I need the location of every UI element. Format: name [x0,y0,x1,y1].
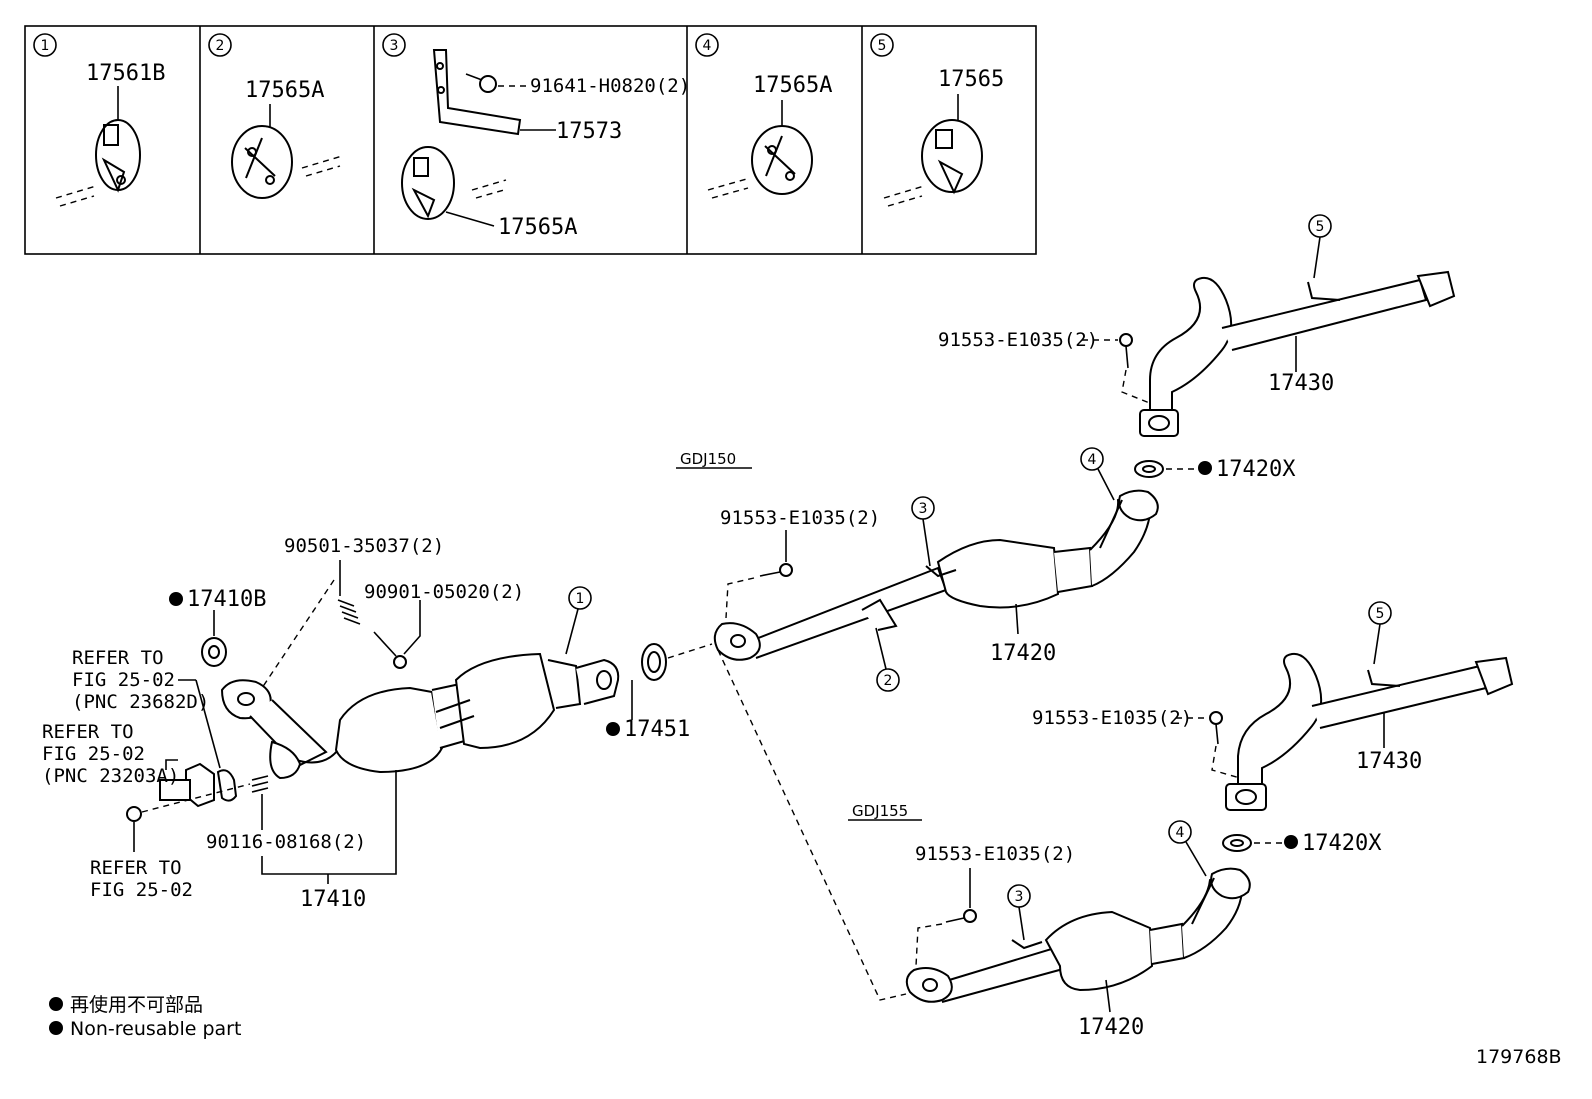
hanger-icon [751,125,813,195]
part-label-17420x-top: 17420X [1216,457,1296,482]
inset-index-5: 5 [878,38,887,54]
inset-panel: 1 17561B 2 17565A [24,25,1037,255]
part-label-17561b: 17561B [86,61,165,86]
part-label-17451: 17451 [624,717,690,742]
spring-icon [337,599,361,625]
refer-label-3-line1: REFER TO [90,857,182,879]
hanger-icon [231,125,293,199]
refer-label-1-line3: (PNC 23682D) [72,691,209,713]
nut-icon [126,806,142,822]
tail-pipe-mid [1225,652,1514,811]
stud-icon [251,775,269,793]
callout-2: 2 [884,673,893,689]
part-label-17410b: 17410B [187,587,266,612]
part-label-17420-gdj155: 17420 [1078,1015,1144,1040]
inset-1: 1 17561B [33,33,165,207]
bracket-icon [432,49,522,136]
bolt-icon [373,631,407,669]
part-label-17565: 17565 [938,67,1004,92]
gasket-icon [201,637,227,667]
non-reusable-mark [49,997,63,1011]
legend-jp: 再使用不可部品 [70,994,203,1016]
bolt-icon [465,73,497,93]
bolt-icon [1119,333,1133,369]
front-pipe-gdj155 [905,867,1251,1003]
inset-index-4: 4 [703,38,712,54]
bolt-icon [945,909,977,923]
non-reusable-mark [1198,461,1212,475]
callout-3-gdj150: 3 [919,501,928,517]
non-reusable-mark [606,722,620,736]
bolt-icon [759,563,793,577]
hanger-icon [95,119,141,193]
refer-label-2-line2: FIG 25-02 [42,743,145,765]
bolt-label-91553-e1035-gdj150: 91553-E1035(2) [720,507,880,529]
bolt-label-91553-e1035-mid: 91553-E1035(2) [1032,707,1192,729]
inset-4: 4 17565A [695,33,832,199]
gasket-icon [216,769,238,802]
refer-label-1-line2: FIG 25-02 [72,669,175,691]
callout-3-gdj155: 3 [1015,889,1024,905]
inset-5: 5 17565 [870,33,1004,207]
part-label-17420x-mid: 17420X [1302,831,1382,856]
variant-label-gdj155: GDJ155 [852,802,908,820]
part-label-17565a-3: 17565A [498,215,577,240]
stud-label-90501-35037: 90501-35037(2) [284,535,444,557]
part-label-17430-mid: 17430 [1356,749,1422,774]
part-label-17420-gdj150: 17420 [990,641,1056,666]
part-label-17410: 17410 [300,887,366,912]
inset-2: 2 17565A [208,33,343,199]
inset-index-3: 3 [390,38,399,54]
flange-icon [159,762,215,808]
callout-1: 1 [576,591,585,607]
part-label-17573: 17573 [556,119,622,144]
variant-label-gdj150: GDJ150 [680,450,736,468]
callout-4-gdj150: 4 [1088,452,1097,468]
refer-label-2-line3: (PNC 23203A) [42,765,179,787]
stud-label-90116-08168: 90116-08168(2) [206,831,366,853]
legend-en: Non-reusable part [70,1018,241,1040]
part-label-17430-top: 17430 [1268,371,1334,396]
hanger-icon [401,146,455,220]
part-label-91641-h0820: 91641-H0820(2) [530,75,690,97]
non-reusable-mark [169,592,183,606]
bolt-icon [1209,711,1223,745]
part-label-17565a-2: 17565A [245,78,324,103]
figure-id: 179768B [1476,1046,1562,1068]
callout-5-mid: 5 [1376,606,1385,622]
refer-label-2-line1: REFER TO [42,721,134,743]
refer-label-3-line2: FIG 25-02 [90,879,193,901]
legend: 再使用不可部品 Non-reusable part [49,994,241,1040]
non-reusable-mark [1284,835,1298,849]
hanger-icon [921,119,983,195]
callout-4-gdj155: 4 [1176,825,1185,841]
non-reusable-mark [49,1021,63,1035]
front-pipe-gdj150 [713,489,1159,661]
gasket-icon [1134,460,1164,478]
tail-pipe-top [1139,270,1456,437]
bolt-label-91553-e1035-gdj155: 91553-E1035(2) [915,843,1075,865]
inset-index-1: 1 [41,38,50,54]
converter-assembly [220,652,620,780]
bolt-label-91553-e1035-top: 91553-E1035(2) [938,329,1098,351]
inset-index-2: 2 [216,38,225,54]
callout-5-top: 5 [1316,219,1325,235]
refer-label-1-line1: REFER TO [72,647,164,669]
gasket-icon [641,643,667,681]
bolt-label-90901-05020: 90901-05020(2) [364,581,524,603]
inset-3: 3 91641-H0820(2) 17573 17565A [382,33,690,240]
part-label-17565a-4: 17565A [753,73,832,98]
gasket-icon [1222,834,1252,852]
